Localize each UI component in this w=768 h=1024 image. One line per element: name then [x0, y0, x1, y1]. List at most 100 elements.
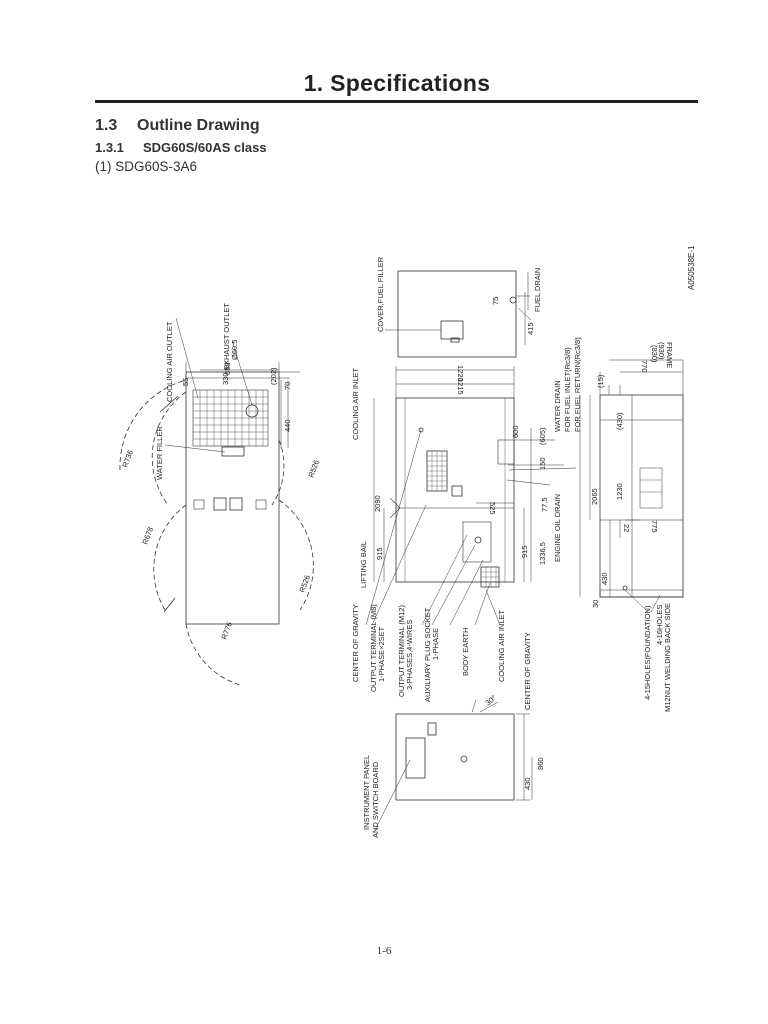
dim-915-a: 915: [375, 547, 384, 560]
dim-930: (930): [657, 342, 666, 360]
label-fuel-inlet: FOR FUEL INLET(Rc3/8): [563, 347, 572, 432]
subsection-heading: 1.3.1 SDG60S/60AS class: [95, 140, 267, 155]
frame-base: [599, 589, 684, 598]
dim-775-front: 775: [650, 520, 659, 533]
door-leaf-5: [163, 597, 176, 613]
dim-415: 415: [526, 322, 535, 335]
label-4-15holes: 4-15HOLES(FOUNDATION): [643, 605, 652, 700]
dim-1230: 1230: [615, 483, 624, 500]
section-number: 1.3: [95, 117, 118, 134]
dim-70: 70: [283, 382, 292, 390]
label-welding-back-side: M12NUT WELDING BACK SIDE: [663, 603, 672, 712]
model-item: (1) SDG60S-3A6: [95, 159, 198, 174]
dim-525: 525: [488, 502, 497, 515]
label-3-phases-4-wires: 3-PHASES,4-WIRES: [405, 620, 414, 690]
label-water-drain: WATER DRAIN: [553, 380, 562, 432]
label-1-phase: 1-PHASE: [431, 628, 440, 660]
lifting-bail-symbol: [389, 497, 401, 519]
door-swing-arc-2: [271, 439, 285, 506]
door-swing-arc-5: [185, 623, 241, 686]
front-view: [579, 359, 684, 613]
water-filler-cap: [221, 446, 245, 457]
panel-view-body: [395, 713, 515, 801]
dim-915-b: 915: [520, 545, 529, 558]
label-instrument-panel: INSTRUMENT PANEL: [362, 755, 371, 830]
title-rule: [95, 100, 698, 103]
dim-430-b: 430: [600, 572, 609, 585]
label-lifting-bail: LIFTING BAIL: [359, 541, 368, 588]
front-view-body: [599, 394, 684, 598]
dim-430-a: (430): [615, 412, 624, 430]
label-fuel-drain: FUEL DRAIN: [533, 268, 542, 312]
dim-2065: 2065: [590, 488, 599, 505]
label-fuel-return: FOR FUEL RETURN(Rc3/8): [573, 337, 582, 432]
fuel-tank-cover: [397, 270, 517, 358]
cover-view: [385, 270, 532, 358]
door-swing-arc-1: [151, 391, 187, 506]
side-view: [365, 366, 577, 626]
page-title: 1. Specifications: [303, 70, 491, 96]
label-water-filler: WATER FILLER: [155, 426, 164, 480]
dim-1215: 1215: [456, 378, 465, 395]
page-number: 1-6: [376, 945, 392, 957]
door-radius-4: R526: [297, 574, 312, 594]
section-heading: 1.3 Outline Drawing: [95, 117, 260, 135]
dim-55: 55: [181, 378, 190, 386]
mounting-hole: [622, 585, 628, 591]
dim-150: 150: [538, 457, 547, 470]
door-radius-3: R678: [140, 526, 155, 546]
drawing-number: A050538E-1: [687, 245, 696, 290]
dim-330: 330: [221, 372, 230, 385]
label-cooling-air-inlet: COOLING AIR INLET: [351, 367, 360, 440]
top-switch-left: [213, 497, 227, 511]
dim-440: 440: [283, 419, 292, 432]
dim-430-panel: 430: [523, 777, 532, 790]
dim-600: 600: [511, 425, 520, 438]
label-engine-oil-drain: ENGINE OIL DRAIN: [553, 494, 562, 562]
top-switch-right: [229, 497, 243, 511]
top-view: [119, 317, 314, 686]
label-center-of-gravity: CENTER OF GRAVITY: [351, 604, 360, 682]
label-auxiliary-plug-socket: AUXILIARY PLUG SOCKET: [423, 607, 432, 702]
dim-860: 860: [536, 757, 545, 770]
dim-1336: 1336.5: [538, 542, 547, 565]
door-swing-arc-3: [278, 499, 314, 611]
door-radius-2: R526: [306, 459, 321, 479]
dim-75: 75: [491, 297, 500, 305]
section-title: Outline Drawing: [137, 117, 260, 134]
dim-770: 770: [640, 360, 649, 373]
label-cover-fuel-filler: COVER,FUEL FILLER: [376, 256, 385, 332]
label-frame: FRAME: [665, 342, 674, 368]
dim-30-deg: 30°: [484, 693, 498, 707]
label-cooling-air-inlet-2: COOLING AIR INLET: [497, 609, 506, 682]
dim-2090: 2090: [373, 495, 382, 512]
label-exhaust-outlet: EXHAUST OUTLET: [222, 303, 231, 370]
door-radius-1: R736: [120, 449, 135, 469]
label-exhaust-dia: Ø60.5: [230, 340, 239, 360]
label-switch-board: AND SWITCH BOARD: [371, 761, 380, 838]
dim-830: (830): [650, 345, 659, 363]
dim-605: (605): [538, 427, 547, 445]
door-leaf-1: [159, 395, 179, 413]
dim-30: 30: [591, 600, 600, 608]
top-view-body: [185, 371, 280, 625]
label-output-terminal-m8: OUTPUT TERMINAL (M8): [369, 604, 378, 692]
label-4-16holes: 4-16HOLES: [655, 605, 664, 645]
dim-658: 658: [223, 362, 232, 375]
door-swing-arc-4: [153, 504, 187, 611]
dim-775: 77.5: [540, 497, 549, 512]
label-1-phase-2set: 1-PHASE×2SET: [377, 626, 386, 682]
panel-view: [374, 699, 533, 831]
dim-15: (15): [596, 374, 605, 388]
dim-202: (202): [269, 367, 278, 385]
label-body-earth: BODY EARTH: [461, 628, 470, 677]
label-center-of-gravity-2: CENTER OF GRAVITY: [523, 632, 532, 710]
side-view-body: [395, 397, 515, 583]
fuel-filler-cap: [440, 320, 464, 340]
label-cooling-air-outlet: COOLING AIR OUTLET: [165, 321, 174, 402]
subsection-title: SDG60S/60AS class: [143, 140, 267, 155]
dim-1220: 1220: [456, 365, 465, 382]
subsection-number: 1.3.1: [95, 140, 124, 155]
label-output-terminal-m12: OUTPUT TERMINAL (M12): [397, 605, 406, 697]
